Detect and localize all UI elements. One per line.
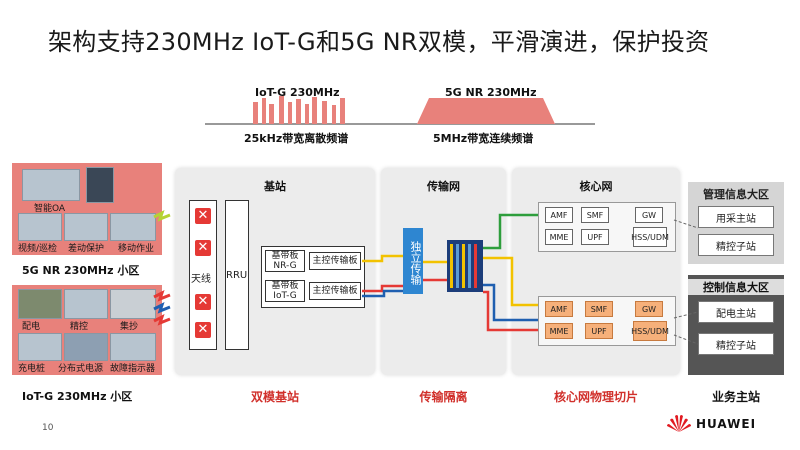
- nr-spectrum-caption: 5MHz带宽连续频谱: [433, 132, 534, 145]
- distribution-image: [18, 289, 62, 319]
- page-number: 10: [42, 423, 54, 433]
- transport-switch-icon: [447, 240, 483, 292]
- fault-indicator-image: [110, 333, 156, 361]
- base-station-section: 基站 ✕ ✕ 天线 ✕ ✕ RRU 基带板 NR-G 基带板 IoT-G 主控传…: [175, 168, 375, 375]
- transport-section: 传输网 独立传输: [381, 168, 506, 375]
- core-network-section: 核心网 AMF SMF GW MME UPF HSS/UDM AMF SMF G…: [512, 168, 680, 375]
- solar-image: [64, 333, 108, 361]
- business-caption: 业务主站: [711, 390, 760, 404]
- signal-arrows: [153, 210, 171, 326]
- antenna-x-icon: ✕: [195, 322, 211, 338]
- ctrl-station-1: 配电主站: [698, 301, 774, 323]
- core-network-title: 核心网: [579, 180, 613, 193]
- nr-top-label: 智能OA: [34, 204, 66, 214]
- nf-gw: GW: [635, 301, 663, 317]
- main-ctrl-board-2: 主控传输板: [309, 282, 361, 300]
- baseband-iot-board: 基带板 IoT-G: [265, 280, 305, 302]
- nr-zone-panel: 智能OA 视频/巡检 差动保护 移动作业: [12, 163, 162, 255]
- nf-smf: SMF: [581, 207, 609, 223]
- inspection-image: [18, 213, 62, 241]
- mobile-work-image: [110, 213, 156, 241]
- base-station-caption: 双模基站: [250, 390, 299, 404]
- mgmt-zone-title: 管理信息大区: [703, 188, 769, 201]
- nf-mme: MME: [545, 229, 573, 245]
- antenna-label: 天线: [191, 274, 211, 285]
- nf-amf: AMF: [545, 301, 573, 317]
- antenna-x-icon: ✕: [195, 294, 211, 310]
- baseband-nr-board: 基带板 NR-G: [265, 250, 305, 272]
- mgmt-station-1: 用采主站: [698, 206, 774, 228]
- iotg-label-6: 故障指示器: [110, 364, 156, 374]
- main-ctrl-board-1: 主控传输板: [309, 252, 361, 270]
- core-slice-2: AMF SMF GW MME UPF HSS/UDM: [538, 296, 676, 346]
- iotg-label-4: 充电桩: [18, 364, 46, 374]
- rru-box: [225, 200, 249, 350]
- nf-mme: MME: [545, 323, 573, 339]
- nr-label-2: 差动保护: [68, 244, 105, 254]
- mgmt-station-2: 精控子站: [698, 234, 774, 256]
- iotg-spectrum-label: IoT-G 230MHz: [255, 86, 340, 99]
- huawei-logo-icon: [667, 415, 691, 432]
- base-station-title: 基站: [264, 180, 286, 193]
- nr-label-3: 移动作业: [118, 244, 155, 254]
- nr-zone-caption: 5G NR 230MHz 小区: [22, 264, 140, 277]
- glasses-image: [22, 169, 80, 201]
- independent-transport-box: 独立传输: [403, 228, 423, 294]
- iotg-label-5: 分布式电源: [58, 364, 104, 374]
- ctrl-station-2: 精控子站: [698, 333, 774, 355]
- nf-hss-udm: HSS/UDM: [631, 227, 669, 247]
- nf-gw: GW: [635, 207, 663, 223]
- core-network-caption: 核心网物理切片: [553, 390, 638, 404]
- core-slice-1: AMF SMF GW MME UPF HSS/UDM: [538, 202, 676, 252]
- phone-image: [86, 167, 114, 203]
- nf-smf: SMF: [585, 301, 613, 317]
- page-title: 架构支持230MHz IoT-G和5G NR双模，平滑演进，保护投资: [48, 28, 710, 56]
- iotg-zone-panel: 配电 精控 集抄 充电桩 分布式电源 故障指示器: [12, 285, 162, 375]
- nf-hss-udm: HSS/UDM: [631, 321, 669, 341]
- antenna-x-icon: ✕: [195, 240, 211, 256]
- brand-name: HUAWEI: [696, 417, 757, 431]
- ctrl-zone-title: 控制信息大区: [688, 279, 784, 295]
- charger-image: [18, 333, 62, 361]
- iotg-label-1: 配电: [22, 322, 41, 332]
- precision-image: [64, 289, 108, 319]
- iotg-spectrum-caption: 25kHz带宽离散频谱: [244, 132, 349, 145]
- ctrl-zone-panel: 控制信息大区 配电主站 精控子站: [688, 275, 784, 375]
- antenna-x-icon: ✕: [195, 208, 211, 224]
- iotg-label-3: 集抄: [120, 322, 139, 332]
- mgmt-zone-panel: 管理信息大区 用采主站 精控子站: [688, 182, 784, 264]
- nr-label-1: 视频/巡检: [18, 244, 58, 254]
- nr-spectrum-label: 5G NR 230MHz: [445, 86, 537, 99]
- transport-caption: 传输隔离: [419, 390, 468, 404]
- nf-amf: AMF: [545, 207, 573, 223]
- nf-upf: UPF: [585, 323, 613, 339]
- nr-spectrum-block: [417, 98, 555, 124]
- iotg-label-2: 精控: [70, 322, 89, 332]
- transport-title: 传输网: [427, 180, 460, 193]
- iotg-zone-caption: IoT-G 230MHz 小区: [22, 390, 133, 403]
- iotg-spectrum-bars: [253, 96, 345, 124]
- rru-label: RRU: [226, 270, 248, 281]
- meter-image: [110, 289, 156, 319]
- protection-image: [64, 213, 108, 241]
- nf-upf: UPF: [581, 229, 609, 245]
- spectrum-diagram: [205, 96, 595, 125]
